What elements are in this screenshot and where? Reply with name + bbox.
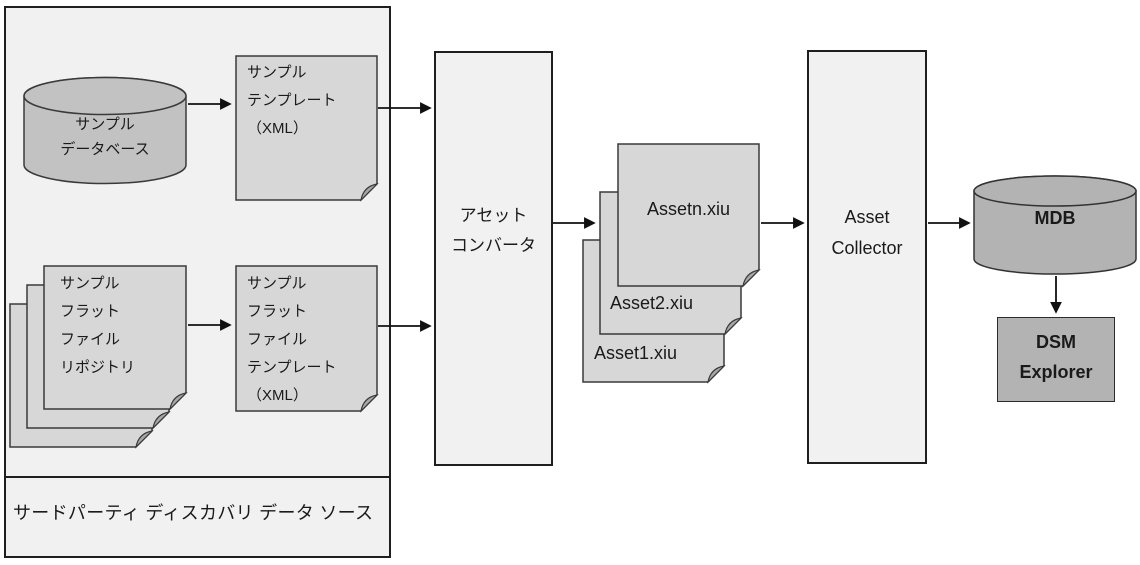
asset-file-front-label: Assetn.xiu (646, 199, 731, 219)
asset-file-front (617, 143, 761, 288)
sample-template-document (235, 55, 379, 202)
dsm-explorer-box (997, 317, 1115, 402)
asset-converter-box (434, 51, 553, 466)
mdb-cylinder (973, 175, 1137, 275)
asset-collector-label: Asset Collector (831, 207, 903, 258)
source-container-divider (4, 476, 391, 478)
flat-file-stack-front (43, 265, 188, 411)
asset-converter-label: アセット コンバータ (451, 206, 536, 255)
sample-database-cylinder (23, 76, 187, 185)
sample-database-label: サンプル データベース (60, 116, 150, 158)
flat-file-template-label: サンプル フラット ファイル テンプレート （XML） (247, 275, 337, 404)
flat-file-template-document (235, 265, 379, 413)
asset-collector-box (807, 50, 927, 464)
mdb-label: MDB (1034, 208, 1076, 228)
source-container-label: サードパーティ ディスカバリ データ ソース (13, 503, 374, 523)
flat-file-repository-label: サンプル フラット ファイル リポジトリ (60, 275, 136, 376)
dsm-explorer-label: DSM Explorer (1019, 332, 1093, 382)
asset-file-middle-label: Asset2.xiu (610, 293, 694, 313)
sample-template-label: サンプル テンプレート （XML） (247, 64, 337, 137)
asset-file-back-label: Asset1.xiu (594, 343, 678, 363)
